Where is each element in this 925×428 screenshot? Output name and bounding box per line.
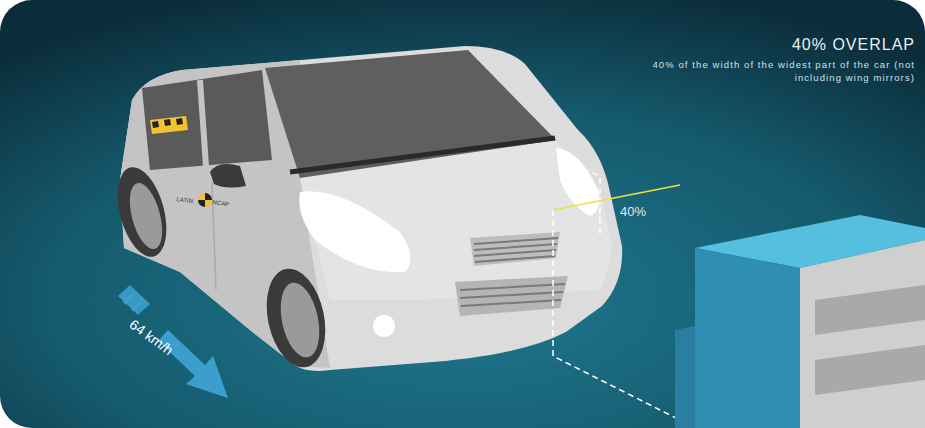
grille [455,232,568,316]
heading: 40% OVERLAP [792,36,915,54]
headlight [299,191,410,272]
car [109,46,622,373]
wing-mirror [210,164,246,188]
checker-stripe [150,116,188,134]
overlap-guides [553,165,680,420]
deformable-barrier [675,215,925,428]
description-note: 40% of the width of the widest part of t… [643,58,915,84]
overlap-percent: 40% [620,204,646,219]
logo-mark [198,193,212,207]
speed-arrow [118,285,228,398]
fog-light [373,315,395,337]
